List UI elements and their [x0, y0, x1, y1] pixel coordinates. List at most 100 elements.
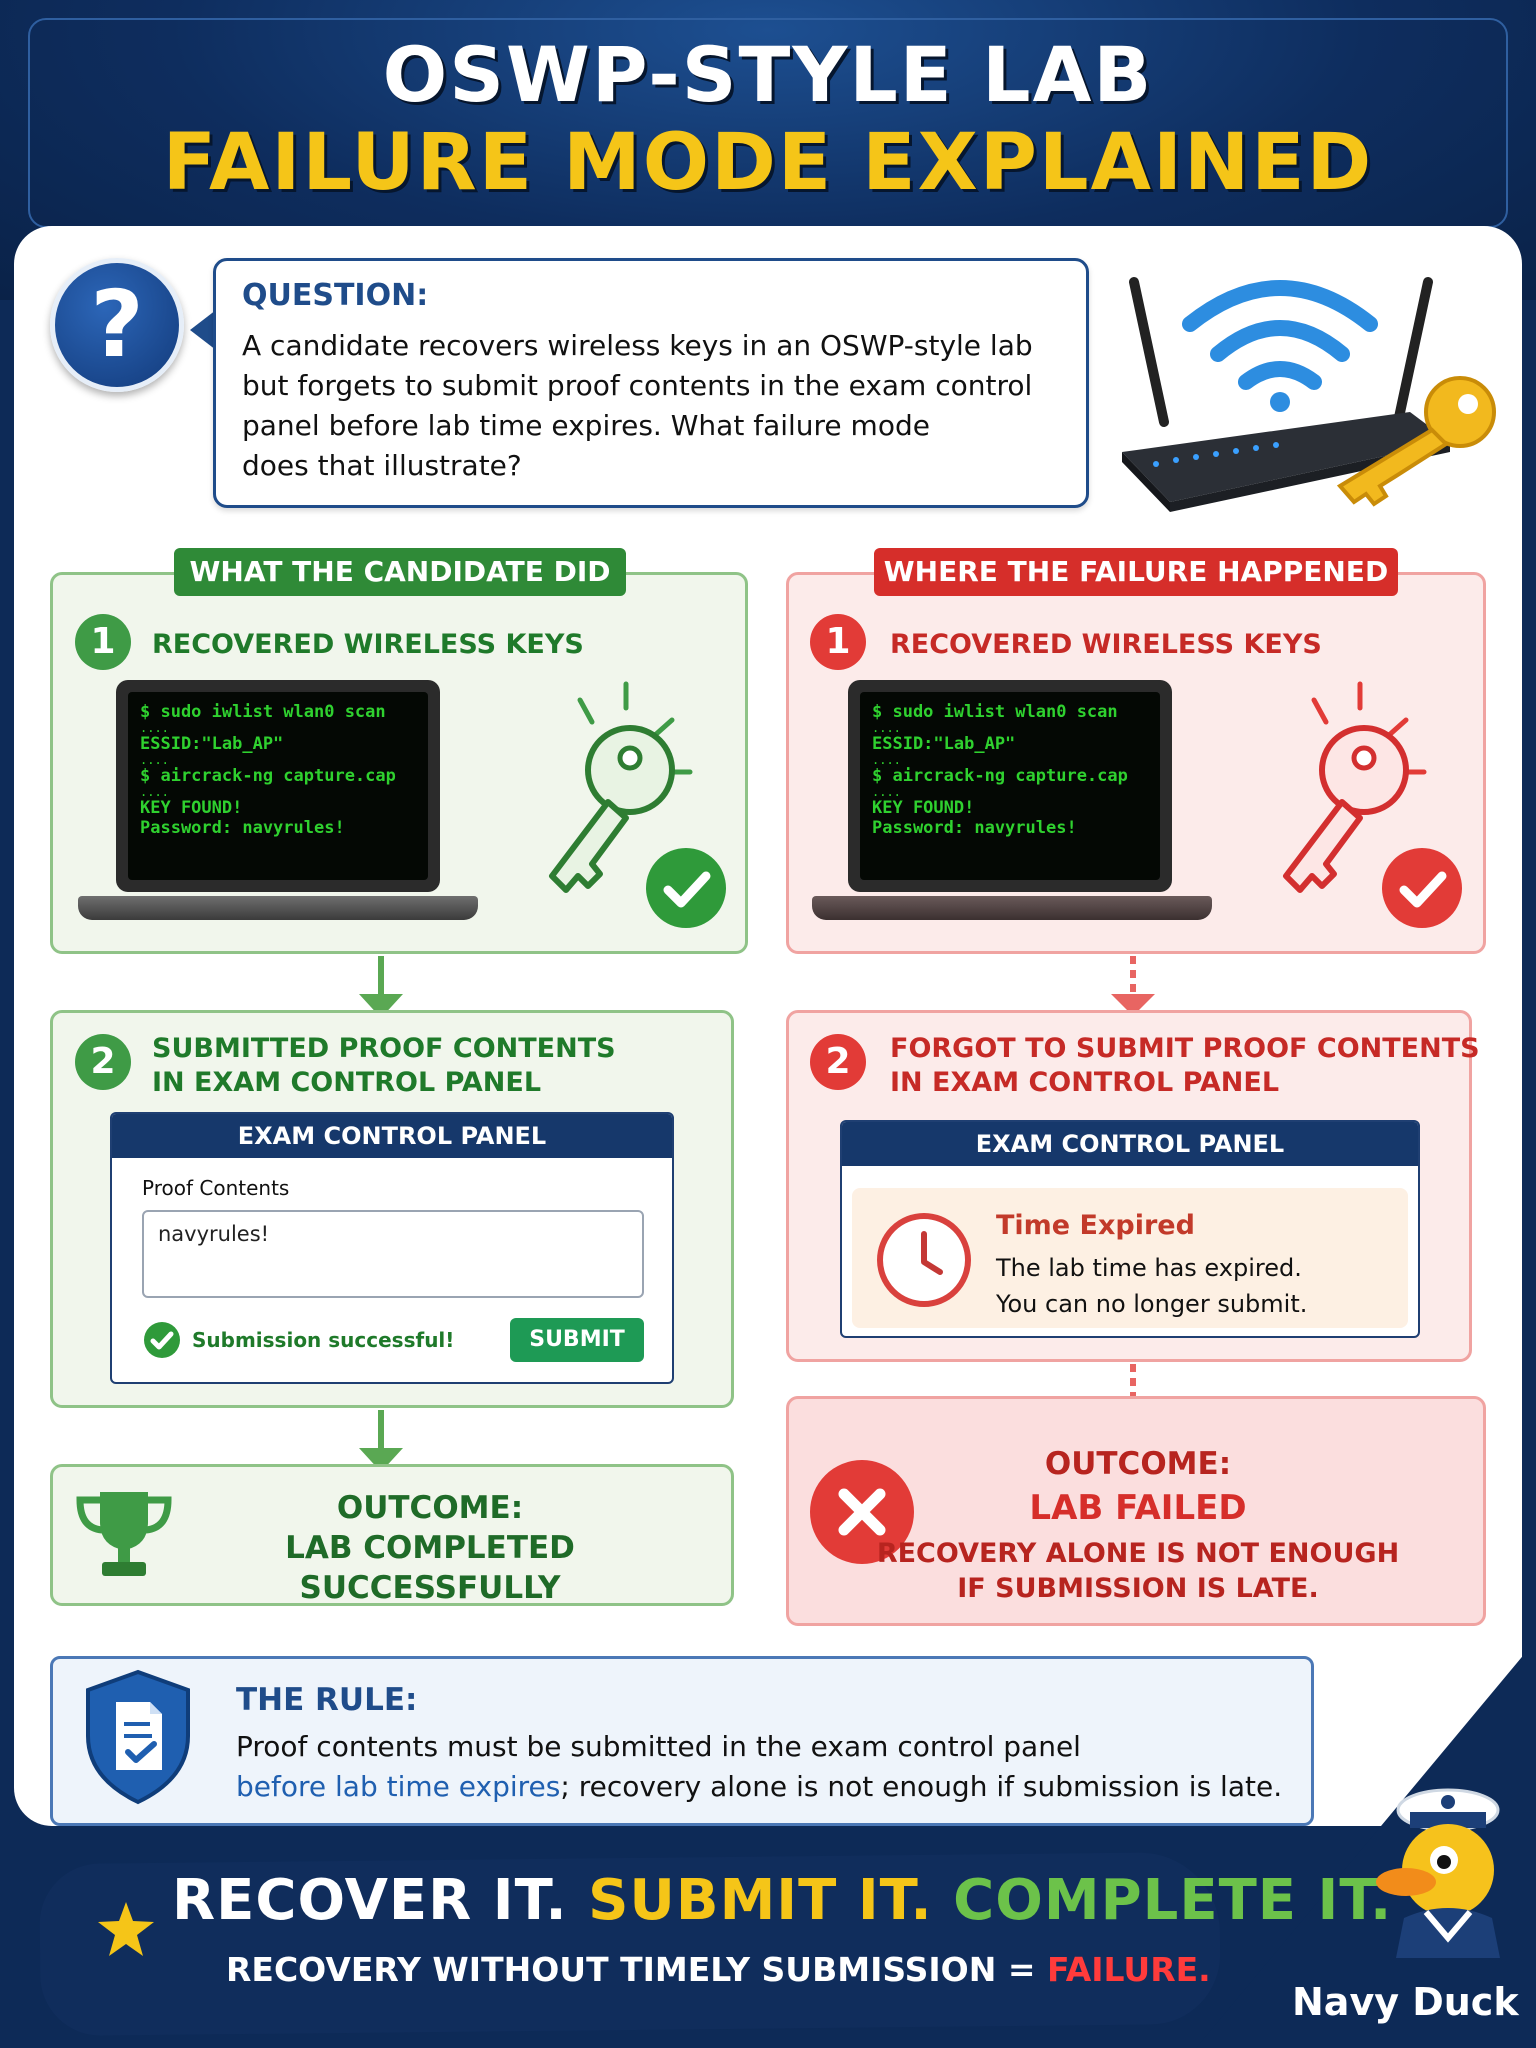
question-mark-icon: ? [50, 258, 184, 392]
shield-icon [86, 1669, 190, 1805]
slogan-subline: RECOVERY WITHOUT TIMELY SUBMISSION = FAI… [226, 1950, 1211, 1989]
laptop-screen: $ sudo iwlist wlan0 scan .... ESSID:"Lab… [848, 680, 1172, 892]
step-title-line: IN EXAM CONTROL PANEL [152, 1067, 542, 1098]
terminal-line: Password: navyrules! [140, 818, 345, 838]
terminal-line: .... [140, 721, 169, 735]
terminal-line: .... [140, 753, 169, 767]
terminal-line: KEY FOUND! [872, 798, 975, 818]
terminal-line: .... [872, 753, 901, 767]
outcome-label: OUTCOME: [336, 1490, 524, 1526]
dashed-flow-arrow [1130, 1364, 1136, 1412]
step-title-line: SUBMITTED PROOF CONTENTS [152, 1033, 616, 1064]
outcome-result: LAB FAILED [1029, 1488, 1247, 1528]
key-icon [1283, 681, 1427, 893]
router-icon [1122, 277, 1496, 512]
step-number: 2 [810, 1034, 866, 1090]
proof-contents-field[interactable]: navyrules! [142, 1210, 644, 1298]
right-outcome-text: OUTCOME: LAB FAILED RECOVERY ALONE IS NO… [860, 1442, 1416, 1606]
step-title: RECOVERED WIRELESS KEYS [152, 629, 584, 660]
question-label: QUESTION: [242, 278, 429, 313]
slogan-part: SUBMIT IT. [588, 1868, 933, 1933]
rule-label: THE RULE: [236, 1682, 418, 1718]
terminal-line: ESSID:"Lab_AP" [140, 734, 284, 754]
terminal-line: $ sudo iwlist wlan0 scan [140, 702, 386, 722]
slogan-part: COMPLETE IT. [953, 1868, 1393, 1933]
question-line: but forgets to submit proof contents in … [242, 369, 1033, 402]
key-icon [1336, 376, 1496, 507]
rule-highlight: before lab time expires [236, 1770, 561, 1803]
clock-icon [877, 1213, 971, 1307]
wifi-icon [1182, 280, 1378, 390]
proof-contents-label: Proof Contents [142, 1176, 290, 1200]
left-column-heading: WHAT THE CANDIDATE DID [174, 548, 626, 596]
exam-panel-title: EXAM CONTROL PANEL [112, 1114, 672, 1158]
question-box [213, 258, 1089, 508]
terminal-line: $ sudo iwlist wlan0 scan [872, 702, 1118, 722]
rule-text: before lab time expires; recovery alone … [236, 1770, 1282, 1803]
step-number: 2 [75, 1034, 131, 1090]
left-outcome-text: OUTCOME: LAB COMPLETED SUCCESSFULLY [150, 1488, 710, 1608]
question-line: A candidate recovers wireless keys in an… [242, 329, 1033, 362]
outcome-note: IF SUBMISSION IS LATE. [957, 1573, 1319, 1604]
terminal-line: $ aircrack-ng capture.cap [140, 766, 396, 786]
outcome-label: OUTCOME: [1044, 1446, 1232, 1482]
terminal-line: KEY FOUND! [140, 798, 243, 818]
slogan-part: RECOVER IT. [172, 1868, 568, 1933]
step-number: 1 [75, 614, 131, 670]
success-check-icon [144, 1322, 180, 1358]
laptop-base [78, 896, 478, 920]
slogan-sub-part: RECOVERY WITHOUT TIMELY SUBMISSION = [226, 1950, 1047, 1989]
brand-name: Navy Duck [1292, 1980, 1519, 2024]
flow-arrow [378, 1410, 384, 1450]
terminal: $ sudo iwlist wlan0 scan .... ESSID:"Lab… [128, 692, 428, 880]
terminal: $ sudo iwlist wlan0 scan .... ESSID:"Lab… [860, 692, 1160, 880]
check-icon [646, 848, 726, 928]
alert-line: You can no longer submit. [996, 1290, 1308, 1318]
step-title-line: FORGOT TO SUBMIT PROOF CONTENTS [890, 1033, 1480, 1064]
check-icon [1382, 848, 1462, 928]
terminal-line: ESSID:"Lab_AP" [872, 734, 1016, 754]
alert-message: The lab time has expired. You can no lon… [996, 1250, 1307, 1322]
flow-arrow [378, 956, 384, 996]
star-icon [98, 1902, 154, 1956]
navy-duck-mascot-icon [1376, 1788, 1500, 1958]
speech-pointer [190, 310, 216, 350]
terminal-line: $ aircrack-ng capture.cap [872, 766, 1128, 786]
alert-line: The lab time has expired. [996, 1254, 1302, 1282]
time-expired-alert: Time Expired The lab time has expired. Y… [852, 1188, 1408, 1328]
step-title: RECOVERED WIRELESS KEYS [890, 629, 1322, 660]
slogan-sub-failure: FAILURE. [1046, 1950, 1211, 1989]
alert-title: Time Expired [996, 1210, 1195, 1241]
fail-x-icon [810, 1460, 914, 1564]
terminal-line: .... [140, 785, 169, 799]
right-column-heading: WHERE THE FAILURE HAPPENED [874, 548, 1398, 596]
terminal-line: Password: navyrules! [872, 818, 1077, 838]
key-icon [549, 681, 693, 893]
exam-control-panel: EXAM CONTROL PANEL Time Expired The lab … [840, 1120, 1420, 1338]
title-line1: OSWP-STYLE LAB [382, 30, 1154, 119]
exam-control-panel: EXAM CONTROL PANEL Proof Contents navyru… [110, 1112, 674, 1384]
rule-text-rest: ; recovery alone is not enough if submis… [560, 1770, 1283, 1803]
question-line: panel before lab time expires. What fail… [242, 409, 930, 442]
outcome-result: LAB COMPLETED SUCCESSFULLY [285, 1530, 575, 1606]
step-number: 1 [810, 614, 866, 670]
step-title: FORGOT TO SUBMIT PROOF CONTENTS IN EXAM … [890, 1032, 1480, 1100]
terminal-line: .... [872, 721, 901, 735]
submission-status: Submission successful! [192, 1328, 455, 1352]
step-title: SUBMITTED PROOF CONTENTS IN EXAM CONTROL… [152, 1032, 616, 1100]
outcome-note: RECOVERY ALONE IS NOT ENOUGH [876, 1538, 1400, 1569]
rule-text: Proof contents must be submitted in the … [236, 1730, 1081, 1763]
question-line: does that illustrate? [242, 449, 522, 482]
exam-panel-title: EXAM CONTROL PANEL [842, 1122, 1418, 1166]
trophy-icon [76, 1492, 172, 1576]
slogan: RECOVER IT. SUBMIT IT. COMPLETE IT. [172, 1868, 1392, 1933]
document-check-icon [116, 1702, 162, 1770]
submit-button[interactable]: SUBMIT [510, 1318, 644, 1362]
rule-box [50, 1656, 1314, 1826]
question-text: A candidate recovers wireless keys in an… [242, 326, 1072, 486]
laptop-base [812, 896, 1212, 920]
terminal-line: .... [872, 785, 901, 799]
step-title-line: IN EXAM CONTROL PANEL [890, 1067, 1280, 1098]
laptop-screen: $ sudo iwlist wlan0 scan .... ESSID:"Lab… [116, 680, 440, 892]
dashed-flow-arrow [1130, 956, 1136, 996]
